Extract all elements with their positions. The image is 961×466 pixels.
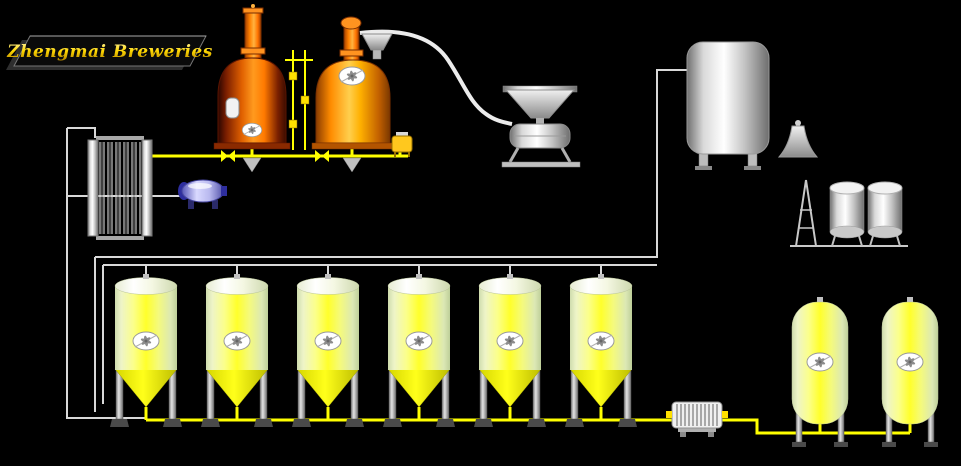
pipe-fittings bbox=[221, 71, 362, 173]
manway-door bbox=[225, 97, 240, 119]
valve-icon[interactable] bbox=[315, 150, 322, 162]
drain-cone-icon bbox=[342, 157, 362, 173]
filter-plates bbox=[676, 404, 718, 426]
fermenter-4[interactable] bbox=[383, 274, 455, 427]
yeast-tank-2[interactable] bbox=[867, 181, 903, 247]
fermenter-1[interactable] bbox=[110, 274, 182, 427]
yellow-piping bbox=[144, 50, 912, 435]
yeast-tank-1[interactable] bbox=[829, 181, 865, 247]
drain-cone-icon bbox=[242, 157, 262, 173]
plate-filter[interactable] bbox=[666, 401, 728, 437]
fermenter-6[interactable] bbox=[565, 274, 637, 427]
wort-transfer-pipe bbox=[359, 29, 513, 126]
brand-logo-icon bbox=[338, 66, 366, 86]
hot-liquor-tank[interactable] bbox=[686, 41, 770, 170]
yeast-tank-stand bbox=[790, 179, 908, 247]
hopper-bell[interactable] bbox=[777, 120, 819, 158]
banner: Zhengmai Breweries bbox=[6, 35, 213, 70]
valve-icon[interactable] bbox=[221, 150, 228, 162]
dosing-vessel[interactable] bbox=[391, 132, 413, 157]
fermenter-5[interactable] bbox=[474, 274, 546, 427]
heat-exchanger[interactable] bbox=[87, 136, 153, 240]
mash-tun[interactable] bbox=[213, 4, 291, 150]
grain-funnel[interactable] bbox=[361, 33, 393, 60]
exchanger-plates bbox=[99, 142, 141, 234]
fermenter-2[interactable] bbox=[201, 274, 273, 427]
fermenter-3[interactable] bbox=[292, 274, 364, 427]
brand-logo-icon bbox=[241, 122, 263, 138]
malt-mill[interactable] bbox=[501, 85, 581, 168]
banner-title: Zhengmai Breweries bbox=[6, 42, 213, 62]
brew-kettle[interactable] bbox=[311, 16, 395, 150]
pump[interactable] bbox=[178, 179, 227, 209]
